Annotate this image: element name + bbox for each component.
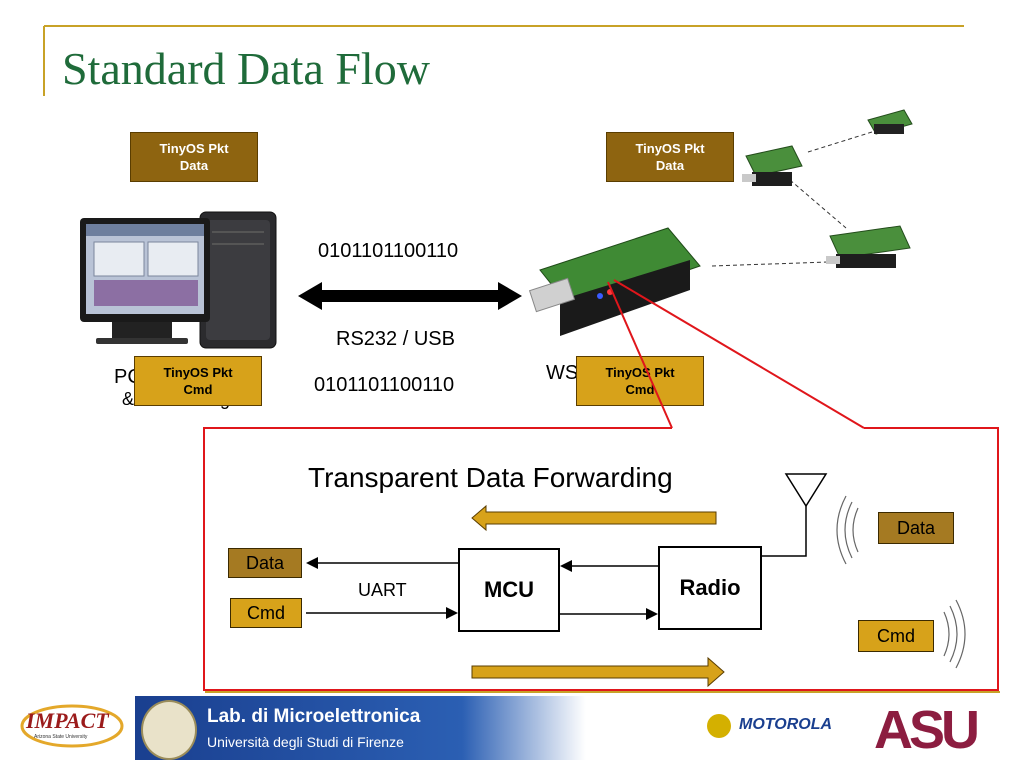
lab-banner: Lab. di Microelettronica Università degl… — [135, 696, 862, 760]
packet-type: Data — [179, 158, 209, 173]
base-station-mote-icon — [528, 227, 701, 336]
wsn-data-packet: TinyOS Pkt Data — [606, 132, 734, 182]
detail-frame — [203, 427, 999, 691]
pc-data-packet: TinyOS Pkt Data — [130, 132, 258, 182]
packet-label: TinyOS Pkt — [605, 365, 675, 380]
university-seal-icon — [141, 700, 197, 760]
left-data-tag: Data — [228, 548, 302, 578]
radio-block: Radio — [658, 546, 762, 630]
sensor-node-icon — [742, 145, 803, 186]
asu-logo: ASU — [874, 700, 980, 760]
page-title: Standard Data Flow — [62, 43, 430, 94]
detail-title: Transparent Data Forwarding — [308, 462, 673, 493]
antenna-icon — [762, 473, 828, 557]
right-data-tag: Data — [878, 512, 954, 544]
motorola-logo-icon — [707, 714, 731, 738]
radio-wave-icon — [836, 495, 859, 565]
right-cmd-tag: Cmd — [858, 620, 934, 652]
link-protocol-label: RS232 / USB — [336, 328, 455, 350]
packet-type: Cmd — [183, 382, 213, 397]
transmit-direction-arrow — [471, 656, 725, 688]
packet-label: TinyOS Pkt — [159, 141, 229, 156]
sensor-node-icon — [826, 225, 911, 268]
bits-bottom-label: 0101101100110 — [314, 374, 455, 396]
lab-name: Lab. di Microelettronica — [207, 706, 421, 727]
receive-direction-arrow — [471, 504, 717, 532]
impact-logo: IMPACT Arizona State University — [20, 702, 124, 752]
wsn-cmd-packet: TinyOS Pkt Cmd — [576, 356, 704, 406]
pc-cmd-packet: TinyOS Pkt Cmd — [134, 356, 262, 406]
sensor-node-icon — [867, 109, 913, 135]
packet-label: TinyOS Pkt — [163, 365, 233, 380]
bits-top-label: 0101101100110 — [318, 240, 459, 262]
callout-zoom-lines — [607, 279, 865, 429]
uart-label: UART — [358, 580, 407, 600]
university-name: Università degli Studi di Firenze — [207, 734, 404, 750]
packet-type: Cmd — [625, 382, 655, 397]
packet-label: TinyOS Pkt — [635, 141, 705, 156]
impact-logo-subtitle: Arizona State University — [34, 734, 88, 740]
motorola-logo-text: MOTOROLA — [739, 716, 833, 733]
bidirectional-link-arrow — [298, 282, 522, 310]
impact-logo-text: IMPACT — [26, 708, 109, 733]
left-cmd-tag: Cmd — [230, 598, 302, 628]
radio-wave-icon — [943, 599, 966, 669]
mcu-block: MCU — [458, 548, 560, 632]
packet-type: Data — [655, 158, 685, 173]
